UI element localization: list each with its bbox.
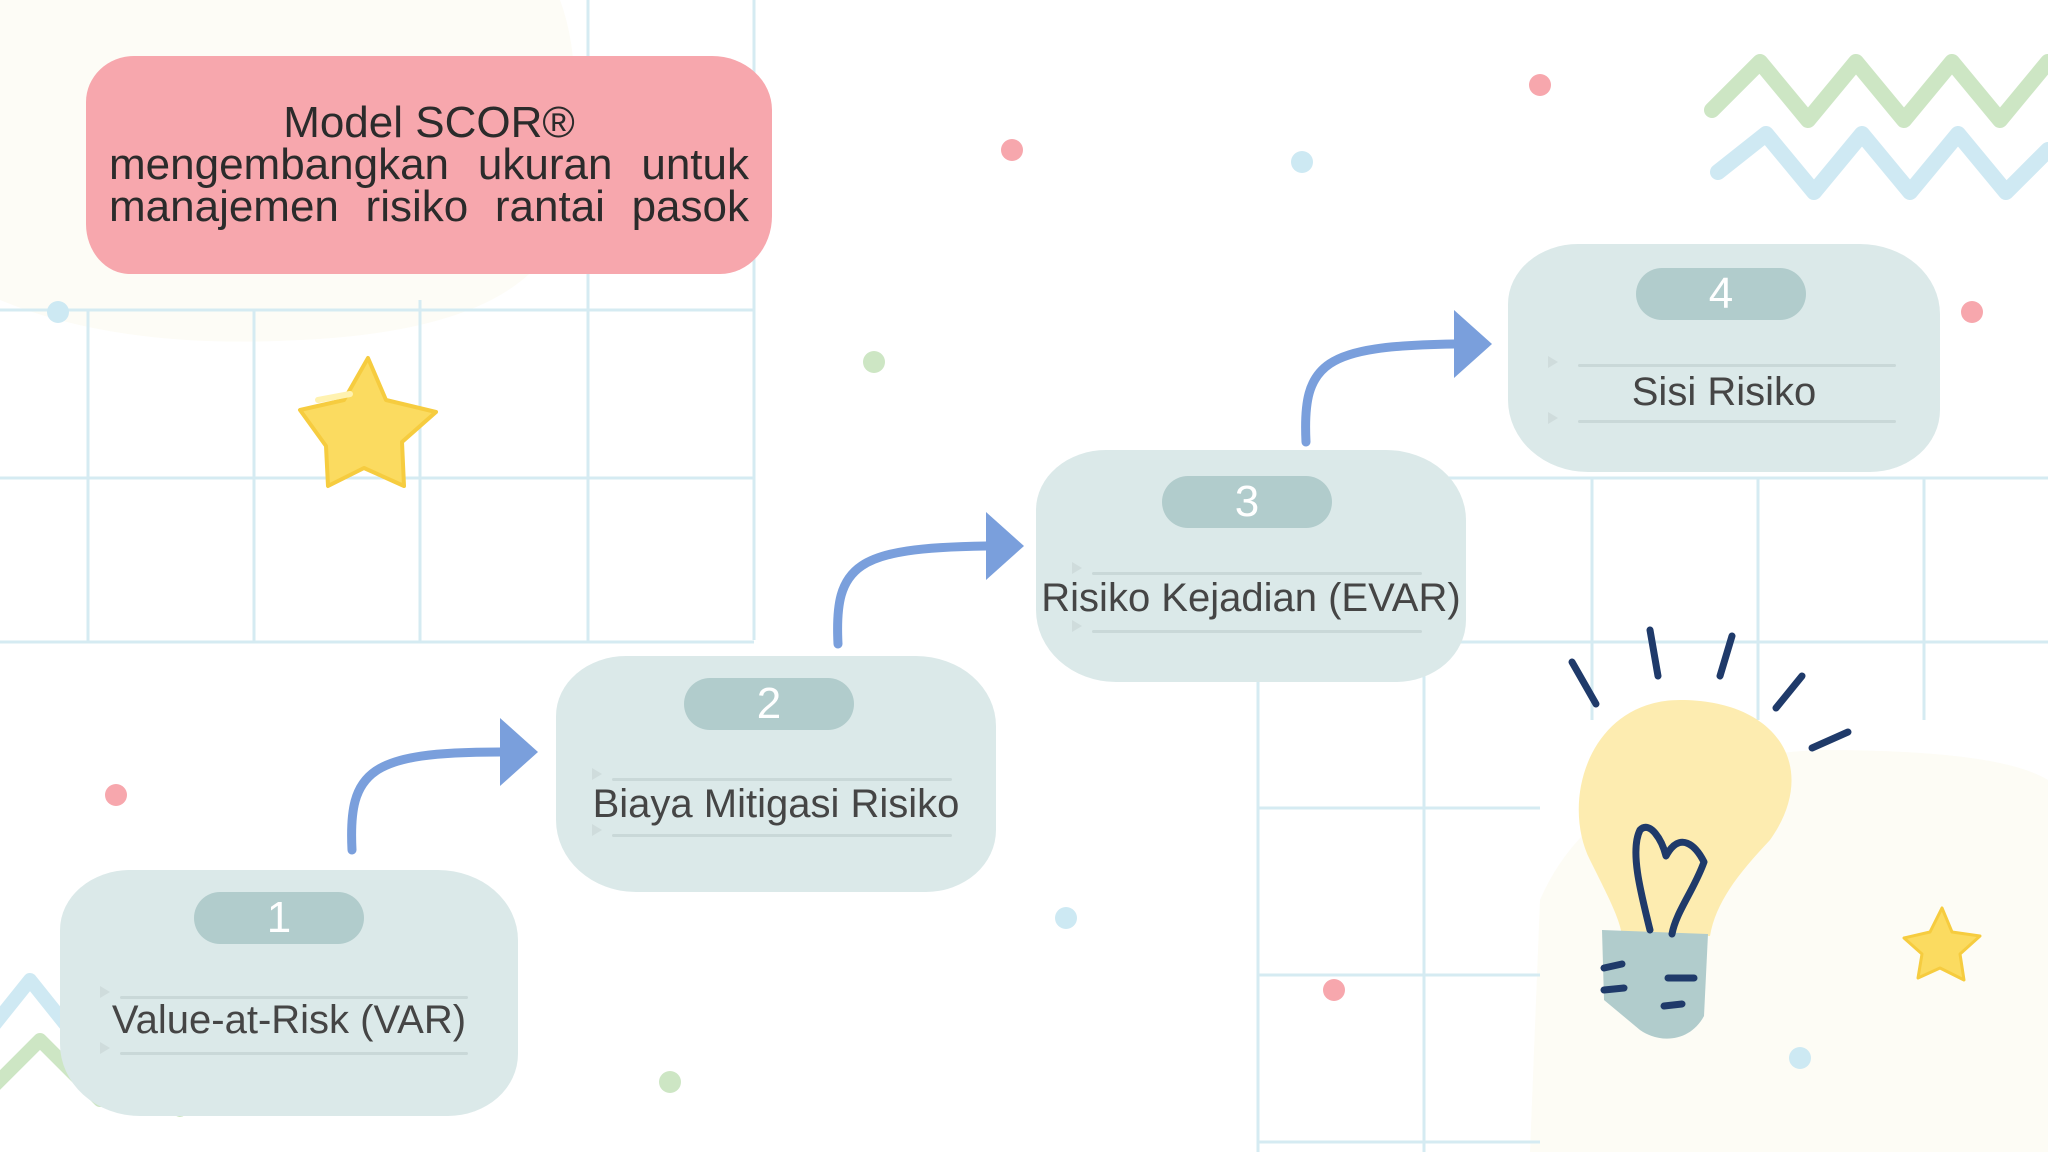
step-label-3: Risiko Kejadian (EVAR) xyxy=(1041,576,1461,620)
confetti-dot xyxy=(659,1071,681,1093)
confetti-dot xyxy=(1961,301,1983,323)
confetti-dot xyxy=(1001,139,1023,161)
bullet-marker xyxy=(1072,620,1082,632)
card-divider xyxy=(1092,572,1422,575)
card-divider xyxy=(120,1052,468,1055)
lightbulb-icon xyxy=(1568,626,1852,1039)
step-card-1: 1 Value-at-Risk (VAR) xyxy=(60,870,518,1116)
bullet-marker xyxy=(100,986,110,998)
step-label-2: Biaya Mitigasi Risiko xyxy=(592,782,960,826)
arrow-1-to-2 xyxy=(347,747,505,855)
confetti-dot xyxy=(1291,151,1313,173)
step-label-1: Value-at-Risk (VAR) xyxy=(111,998,467,1042)
arrow-2-to-3 xyxy=(833,541,991,649)
card-divider xyxy=(612,834,952,837)
step-badge-1: 1 xyxy=(194,892,364,944)
card-divider xyxy=(1578,420,1896,423)
zigzag-decoration-blue-left xyxy=(0,973,77,1037)
confetti-dot xyxy=(105,784,127,806)
bullet-marker xyxy=(592,824,602,836)
arrow-3-to-4 xyxy=(1301,339,1459,447)
card-divider xyxy=(120,996,468,999)
flow-arrows xyxy=(347,339,1459,855)
confetti-dot xyxy=(47,301,69,323)
title-text: Model SCOR® mengembangkan ukuran untuk m… xyxy=(109,98,749,231)
zigzag-decoration-blue xyxy=(1710,126,2048,200)
card-divider xyxy=(1578,364,1896,367)
bullet-marker xyxy=(100,1042,110,1054)
step-card-4: 4 Sisi Risiko xyxy=(1508,244,1940,472)
step-label-4: Sisi Risiko xyxy=(1631,370,1817,414)
bullet-marker xyxy=(592,768,602,780)
star-highlight xyxy=(315,391,353,403)
zigzag-decoration-green xyxy=(1704,54,2048,128)
card-divider xyxy=(1092,630,1422,633)
confetti-dot xyxy=(1789,1047,1811,1069)
card-divider xyxy=(612,778,952,781)
step-card-3: 3 Risiko Kejadian (EVAR) xyxy=(1036,450,1466,682)
bullet-marker xyxy=(1072,562,1082,574)
confetti-dot xyxy=(863,351,885,373)
bullet-marker xyxy=(1548,412,1558,424)
star-icon xyxy=(298,356,438,488)
step-badge-4: 4 xyxy=(1636,268,1806,320)
confetti-dot xyxy=(1529,74,1551,96)
arrow-head-1 xyxy=(500,718,538,786)
star-icon-small xyxy=(1902,906,1982,982)
title-line-3: manajemen risiko rantai pasok xyxy=(109,182,749,231)
confetti-dot xyxy=(1323,979,1345,1001)
arrow-heads xyxy=(500,310,1492,786)
step-badge-2: 2 xyxy=(684,678,854,730)
arrow-head-3 xyxy=(1454,310,1492,378)
title-line-2: mengembangkan ukuran untuk xyxy=(109,140,749,189)
bullet-marker xyxy=(1548,356,1558,368)
step-card-2: 2 Biaya Mitigasi Risiko xyxy=(556,656,996,892)
confetti-dot xyxy=(1055,907,1077,929)
title-line-1: Model SCOR® xyxy=(283,98,575,147)
step-badge-3: 3 xyxy=(1162,476,1332,528)
title-box: Model SCOR® mengembangkan ukuran untuk m… xyxy=(86,56,772,274)
confetti-dots xyxy=(47,74,1983,1093)
arrow-head-2 xyxy=(986,512,1024,580)
